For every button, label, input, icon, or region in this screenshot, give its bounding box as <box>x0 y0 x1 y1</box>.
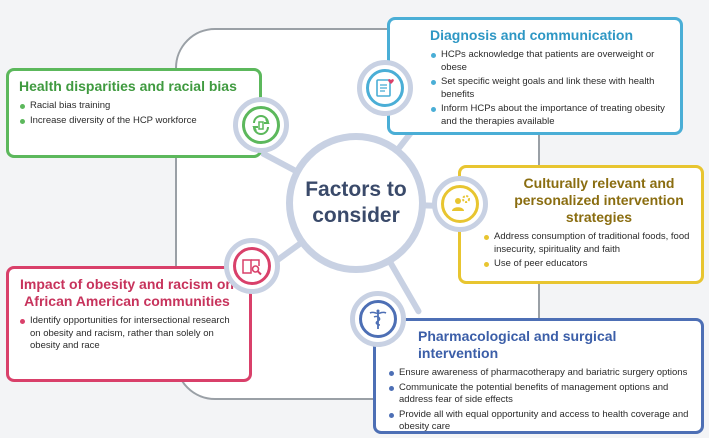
bullet-item: Ensure awareness of pharmacotherapy and … <box>388 367 693 380</box>
badge-health <box>233 97 289 153</box>
card-title: Health disparities and racial bias <box>19 78 237 94</box>
card-impact: Impact of obesity and racism on African … <box>6 266 252 382</box>
bullet-item: Inform HCPs about the importance of trea… <box>430 103 672 128</box>
bullet-item: Identify opportunities for intersectiona… <box>19 315 241 353</box>
card-title: Culturally relevant and personalized int… <box>514 175 684 225</box>
card-title: Impact of obesity and racism on African … <box>20 276 234 309</box>
bullet-item: Increase diversity of the HCP workforce <box>19 115 251 128</box>
bullet-item: Address consumption of traditional foods… <box>483 231 693 256</box>
bullet-item: Use of peer educators <box>483 258 693 271</box>
badge-cultural <box>432 176 488 232</box>
card-cultural: Culturally relevant and personalized int… <box>458 165 704 284</box>
badge-diagnosis <box>357 60 413 116</box>
book-magnifier-icon <box>242 259 262 276</box>
center-line1: Factors to <box>305 178 407 201</box>
badge-impact <box>224 238 280 294</box>
medical-record-heart-icon <box>376 79 394 97</box>
bullet-item: Racial bias training <box>19 100 251 113</box>
card-title: Pharmacological and surgical interventio… <box>418 328 617 361</box>
card-title: Diagnosis and communication <box>430 27 634 43</box>
bullet-item: Provide all with equal opportunity and a… <box>388 409 693 434</box>
bullet-item: Communicate the potential benefits of ma… <box>388 382 693 407</box>
badge-pharma <box>350 291 406 347</box>
bullet-item: Set specific weight goals and link these… <box>430 76 672 101</box>
recycle-arrows-icon <box>252 115 270 135</box>
card-pharma: Pharmacological and surgical interventio… <box>373 318 704 434</box>
card-diagnosis: Diagnosis and communication HCPs acknowl… <box>387 17 683 135</box>
card-health-disparities: Health disparities and racial bias Racia… <box>6 68 262 158</box>
caduceus-icon <box>369 309 387 329</box>
bullet-item: HCPs acknowledge that patients are overw… <box>430 49 672 74</box>
person-gear-icon <box>452 195 470 211</box>
center-line2: consider <box>312 204 400 227</box>
center-node: Factors to consider <box>286 133 426 273</box>
